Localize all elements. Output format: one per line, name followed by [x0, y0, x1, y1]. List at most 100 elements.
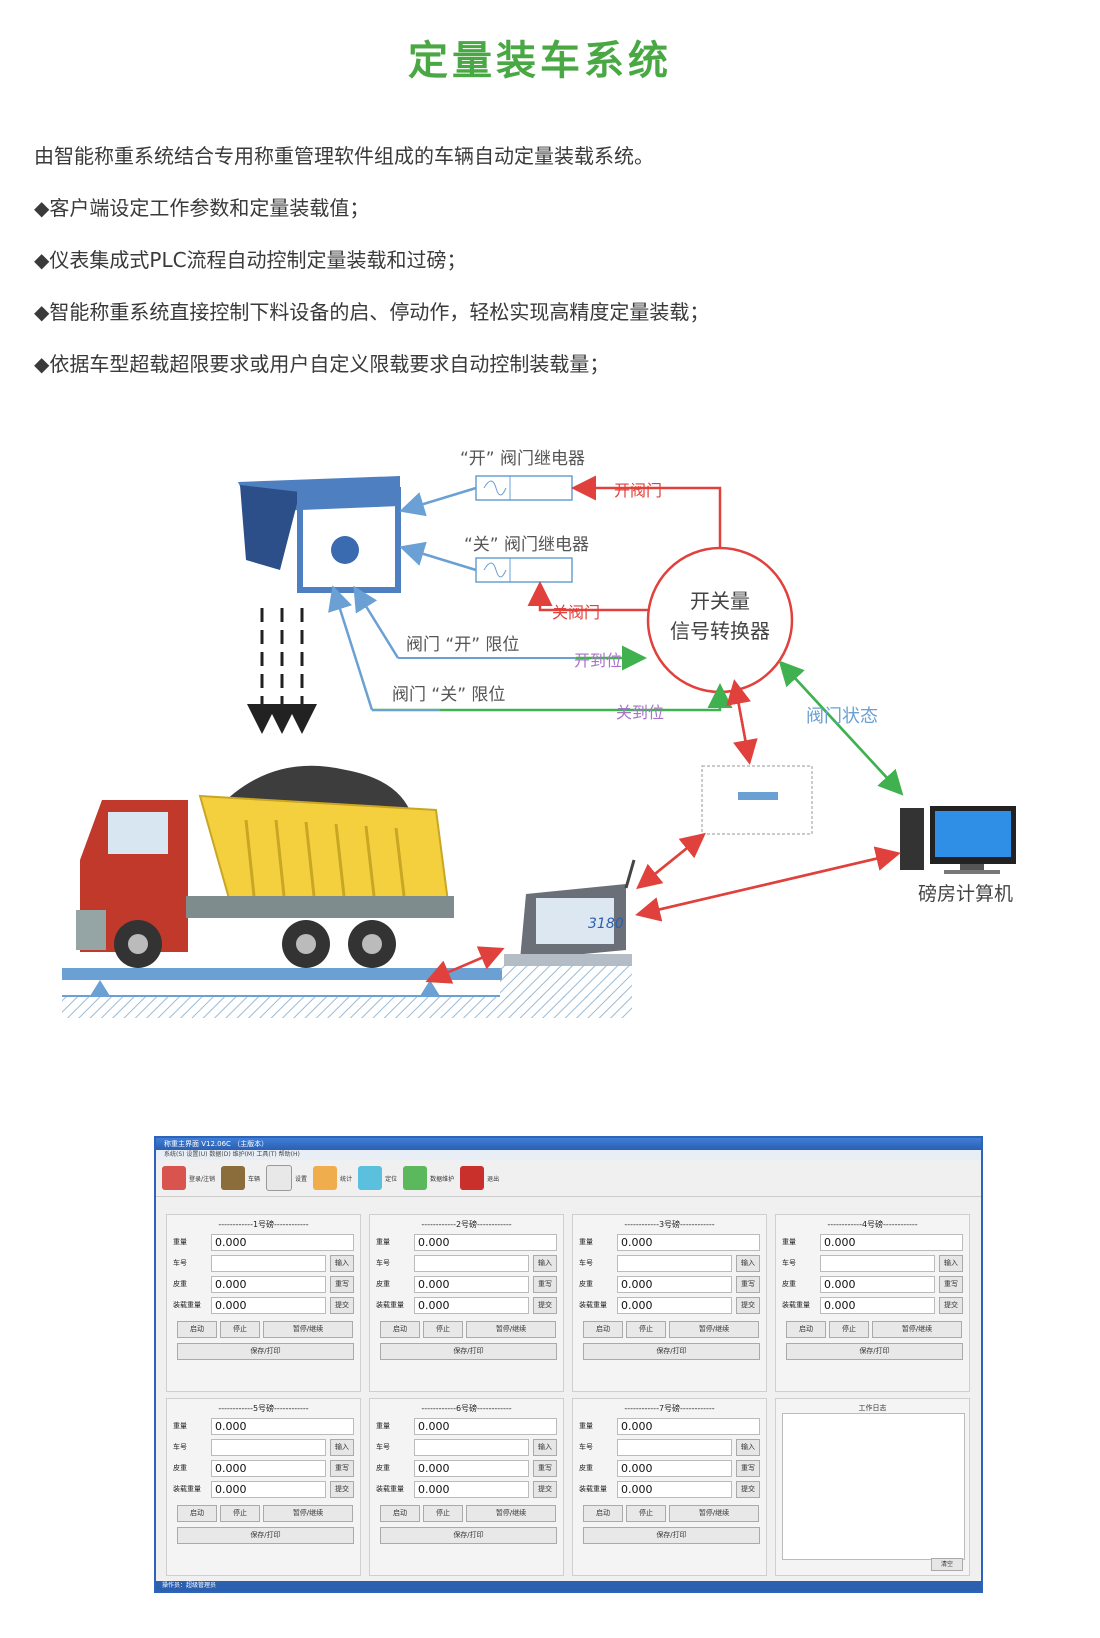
tare-field[interactable]: 0.000 [211, 1275, 326, 1293]
start-button[interactable]: 启动 [786, 1321, 826, 1338]
login-button[interactable]: 登录/注销 [162, 1166, 215, 1190]
rewrite-button[interactable]: 重写 [736, 1459, 760, 1477]
tare-field[interactable]: 0.000 [211, 1459, 326, 1477]
submit-button[interactable]: 提交 [939, 1296, 963, 1314]
scale-panel-title: ------------6号磅------------ [421, 1404, 512, 1413]
tare-field[interactable]: 0.000 [820, 1275, 935, 1293]
load-field[interactable]: 0.000 [414, 1480, 529, 1498]
load-field[interactable]: 0.000 [617, 1296, 732, 1314]
toolbar: 登录/注销 车辆 设置 统计 定位 数据维护 退出 [156, 1160, 981, 1197]
stop-button[interactable]: 停止 [829, 1321, 869, 1338]
save-print-button[interactable]: 保存/打印 [177, 1343, 354, 1360]
submit-button[interactable]: 提交 [533, 1296, 557, 1314]
stop-button[interactable]: 停止 [626, 1505, 666, 1522]
start-button[interactable]: 启动 [583, 1321, 623, 1338]
plate-select[interactable] [211, 1254, 326, 1272]
input-button[interactable]: 输入 [533, 1254, 557, 1272]
start-button[interactable]: 启动 [583, 1505, 623, 1522]
locate-label: 定位 [385, 1175, 398, 1183]
pause-button[interactable]: 暂停/继续 [872, 1321, 962, 1338]
clear-log-button[interactable]: 清空 [931, 1558, 963, 1571]
plate-label: 车号 [579, 1443, 593, 1451]
menu-bar[interactable]: 系统(S) 设置(U) 数据(D) 维护(M) 工具(T) 帮助(H) [156, 1150, 981, 1160]
load-field[interactable]: 0.000 [820, 1296, 935, 1314]
stop-button[interactable]: 停止 [220, 1505, 260, 1522]
rewrite-button[interactable]: 重写 [939, 1275, 963, 1293]
maintenance-button[interactable]: 数据维护 [403, 1166, 454, 1190]
load-field[interactable]: 0.000 [211, 1296, 326, 1314]
submit-button[interactable]: 提交 [736, 1480, 760, 1498]
tare-field[interactable]: 0.000 [414, 1459, 529, 1477]
plate-label: 车号 [782, 1259, 796, 1267]
tare-label: 皮重 [376, 1280, 390, 1288]
exit-label: 退出 [487, 1175, 500, 1183]
submit-button[interactable]: 提交 [736, 1296, 760, 1314]
rewrite-button[interactable]: 重写 [533, 1275, 557, 1293]
save-print-button[interactable]: 保存/打印 [583, 1527, 760, 1544]
submit-button[interactable]: 提交 [533, 1480, 557, 1498]
plate-select[interactable] [617, 1254, 732, 1272]
vehicle-button[interactable]: 车辆 [221, 1166, 260, 1190]
pause-button[interactable]: 暂停/继续 [263, 1505, 353, 1522]
close-valve-label: 关阀门 [552, 603, 600, 622]
stop-button[interactable]: 停止 [423, 1321, 463, 1338]
scale-panel-title: ------------5号磅------------ [218, 1404, 309, 1413]
submit-button[interactable]: 提交 [330, 1480, 354, 1498]
pause-button[interactable]: 暂停/继续 [263, 1321, 353, 1338]
stop-button[interactable]: 停止 [220, 1321, 260, 1338]
save-print-button[interactable]: 保存/打印 [583, 1343, 760, 1360]
start-button[interactable]: 启动 [380, 1321, 420, 1338]
loading-system-diagram: “开” 阀门继电器 “关” 阀门继电器 开阀门 关阀门 开关量 信号转换器 阀门… [62, 449, 1016, 1018]
plc-module-icon [701, 765, 813, 835]
input-button[interactable]: 输入 [533, 1438, 557, 1456]
start-button[interactable]: 启动 [177, 1505, 217, 1522]
input-button[interactable]: 输入 [736, 1254, 760, 1272]
weight-label: 重量 [376, 1422, 390, 1430]
tare-field[interactable]: 0.000 [414, 1275, 529, 1293]
tare-field[interactable]: 0.000 [617, 1275, 732, 1293]
plate-select[interactable] [820, 1254, 935, 1272]
plate-label: 车号 [376, 1259, 390, 1267]
plate-select[interactable] [414, 1438, 529, 1456]
save-print-button[interactable]: 保存/打印 [177, 1527, 354, 1544]
pause-button[interactable]: 暂停/继续 [466, 1321, 556, 1338]
pause-button[interactable]: 暂停/继续 [669, 1321, 759, 1338]
bullet-4: ◆依据车型超载超限要求或用户自定义限载要求自动控制装载量； [34, 352, 610, 376]
load-field[interactable]: 0.000 [414, 1296, 529, 1314]
stats-button[interactable]: 统计 [313, 1166, 352, 1190]
maintenance-label: 数据维护 [430, 1175, 455, 1183]
stop-button[interactable]: 停止 [626, 1321, 666, 1338]
rewrite-button[interactable]: 重写 [330, 1275, 354, 1293]
rewrite-button[interactable]: 重写 [533, 1459, 557, 1477]
load-field[interactable]: 0.000 [617, 1480, 732, 1498]
weight-field: 0.000 [211, 1233, 354, 1251]
pause-button[interactable]: 暂停/继续 [669, 1505, 759, 1522]
load-field[interactable]: 0.000 [211, 1480, 326, 1498]
input-button[interactable]: 输入 [736, 1438, 760, 1456]
plate-select[interactable] [211, 1438, 326, 1456]
save-print-button[interactable]: 保存/打印 [786, 1343, 963, 1360]
input-button[interactable]: 输入 [939, 1254, 963, 1272]
settings-button[interactable]: 设置 [266, 1165, 307, 1191]
weight-label: 重量 [782, 1238, 796, 1246]
pause-button[interactable]: 暂停/继续 [466, 1505, 556, 1522]
locate-button[interactable]: 定位 [358, 1166, 397, 1190]
scale-panel-title: ------------1号磅------------ [218, 1220, 309, 1229]
submit-button[interactable]: 提交 [330, 1296, 354, 1314]
tare-label: 皮重 [173, 1464, 187, 1472]
plate-select[interactable] [617, 1438, 732, 1456]
input-button[interactable]: 输入 [330, 1254, 354, 1272]
start-button[interactable]: 启动 [177, 1321, 217, 1338]
rewrite-button[interactable]: 重写 [736, 1275, 760, 1293]
exit-button[interactable]: 退出 [460, 1166, 499, 1190]
tare-field[interactable]: 0.000 [617, 1459, 732, 1477]
save-print-button[interactable]: 保存/打印 [380, 1343, 557, 1360]
rewrite-button[interactable]: 重写 [330, 1459, 354, 1477]
stop-button[interactable]: 停止 [423, 1505, 463, 1522]
work-log-area[interactable] [782, 1413, 965, 1560]
input-button[interactable]: 输入 [330, 1438, 354, 1456]
save-print-button[interactable]: 保存/打印 [380, 1527, 557, 1544]
start-button[interactable]: 启动 [380, 1505, 420, 1522]
plate-select[interactable] [414, 1254, 529, 1272]
